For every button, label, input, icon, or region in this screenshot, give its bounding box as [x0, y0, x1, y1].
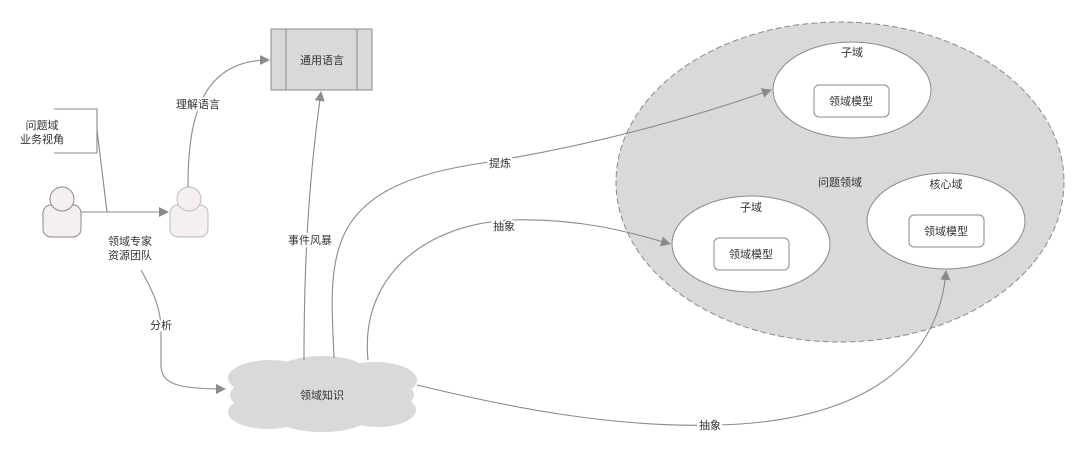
domain-model-label: 领域模型 [924, 224, 968, 238]
note-bracket [54, 108, 98, 154]
subdomain-top-title: 子域 [841, 46, 863, 59]
subdomain-left[interactable]: 子域 领域模型 [671, 195, 831, 293]
problem-view-line2: 业务视角 [20, 132, 64, 146]
edge-label-abstract-sub: 抽象 [493, 219, 515, 233]
domain-model-box[interactable] [713, 237, 790, 271]
edge-abstract-sub [366, 219, 671, 361]
domain-model-label: 领域模型 [829, 94, 873, 108]
domain-model-box[interactable] [908, 214, 985, 248]
edge-label-analyze: 分析 [150, 318, 172, 332]
person-icon[interactable] [169, 186, 209, 238]
domain-model-box[interactable] [813, 84, 890, 118]
edge-event-storming [303, 91, 325, 361]
note-connector [96, 129, 108, 213]
domain-knowledge-label: 领域知识 [300, 388, 344, 402]
edge-label-abstract-core: 抽象 [699, 418, 721, 432]
edge-label-event-storming: 事件风暴 [288, 234, 332, 247]
edge-refine [331, 88, 772, 359]
problem-view-line1: 问题域 [26, 119, 59, 132]
person-icon[interactable] [42, 186, 82, 238]
subdomain-top[interactable]: 子域 领域模型 [772, 41, 932, 139]
edge-abstract-core [416, 270, 951, 426]
ubiquitous-language-box[interactable]: 通用语言 [270, 28, 373, 91]
edge-analyze [140, 269, 226, 394]
edge-understand-language [187, 55, 270, 188]
subdomain-left-title: 子域 [740, 201, 762, 214]
edge-label-understand-language: 理解语言 [176, 97, 220, 111]
domain-model-label: 领域模型 [729, 247, 773, 261]
edge-label-refine: 提炼 [489, 156, 511, 170]
core-domain-title: 核心域 [930, 177, 963, 191]
ubiquitous-language-label: 通用语言 [300, 54, 344, 67]
expert-team-line2: 资源团队 [108, 248, 152, 262]
expert-team-line1: 领域专家 [108, 234, 152, 248]
problem-domain-label: 问题领域 [818, 176, 862, 189]
domain-knowledge-cloud[interactable] [228, 356, 417, 432]
core-domain[interactable]: 核心域 领域模型 [866, 172, 1026, 270]
